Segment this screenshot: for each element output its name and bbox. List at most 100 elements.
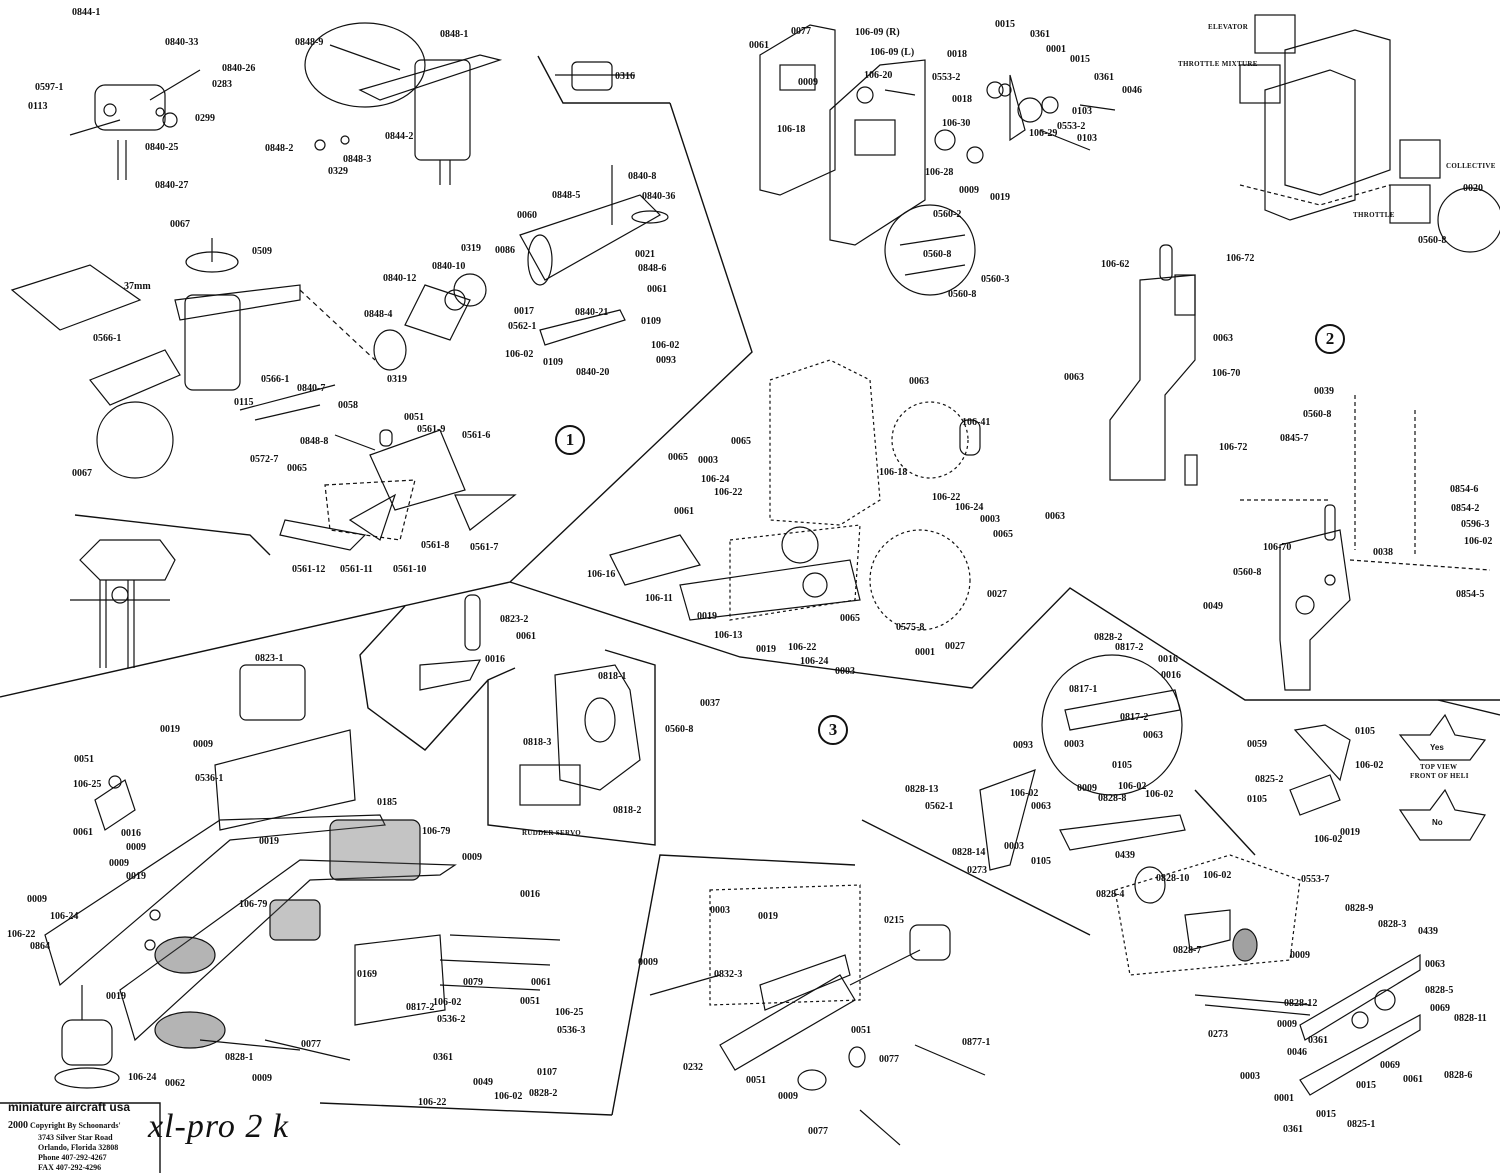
part-number-label: 0113 xyxy=(28,101,48,112)
part-number-label: 0273 xyxy=(967,865,987,876)
part-number-label: 106-18 xyxy=(777,124,806,135)
part-number-label: 0069 xyxy=(1430,1003,1450,1014)
part-number-label: 0536-2 xyxy=(437,1014,466,1025)
part-number-label: 0840-7 xyxy=(297,383,326,394)
part-number-label: 0003 xyxy=(1004,841,1024,852)
part-number-label: 106-02 xyxy=(1118,781,1147,792)
part-number-label: 0009 xyxy=(193,739,213,750)
part-number-label: 106-79 xyxy=(239,899,268,910)
part-number-label: 0854-6 xyxy=(1450,484,1479,495)
part-number-label: 0561-11 xyxy=(340,564,373,575)
part-number-label: 0844-1 xyxy=(72,7,101,18)
part-number-label: 0840-26 xyxy=(222,63,256,74)
part-number-label: 0061 xyxy=(647,284,667,295)
rudder-servo-mount xyxy=(419,594,641,806)
bottom-frame-plate-section-3 xyxy=(609,419,981,621)
part-number-label: 106-22 xyxy=(7,929,36,940)
part-number-label: 0848-9 xyxy=(295,37,324,48)
part-number-label: 106-72 xyxy=(1219,442,1248,453)
part-number-label: 0828-12 xyxy=(1284,998,1318,1009)
fax-line: FAX 407-292-4296 xyxy=(38,1162,102,1172)
part-number-label: 106-25 xyxy=(555,1007,584,1018)
part-number-label: 0019 xyxy=(990,192,1010,203)
part-number-label: 0065 xyxy=(668,452,688,463)
part-number-label: 0020 xyxy=(1463,183,1483,194)
part-number-label: 0063 xyxy=(1425,959,1445,970)
part-number-label: 0027 xyxy=(987,589,1007,600)
part-number-label: 0019 xyxy=(126,871,146,882)
part-number-label: 0316 xyxy=(615,71,635,82)
part-number-label: 0845-7 xyxy=(1280,433,1309,444)
part-number-label: 0848-3 xyxy=(343,154,372,165)
part-number-label: 0848-5 xyxy=(552,190,581,201)
part-number-label: 0051 xyxy=(746,1075,766,1086)
part-number-label: 0019 xyxy=(1340,827,1360,838)
part-number-label: 106-13 xyxy=(714,630,743,641)
part-number-label: 0063 xyxy=(909,376,929,387)
part-number-label: 106-62 xyxy=(1101,259,1130,270)
part-number-label: 106-22 xyxy=(714,487,743,498)
part-number-label: 0051 xyxy=(851,1025,871,1036)
address-line-2: Orlando, Florida 32808 xyxy=(38,1142,119,1152)
part-number-label: 0597-1 xyxy=(35,82,64,93)
part-number-label: 106-20 xyxy=(864,70,893,81)
part-number-label: 0063 xyxy=(1045,511,1065,522)
mixing-arm-detail xyxy=(979,654,1421,1096)
part-number-label: 0015 xyxy=(1070,54,1090,65)
address-line-1: 3743 Silver Star Road xyxy=(38,1132,113,1142)
part-number-label: 106-02 xyxy=(651,340,680,351)
collective-servo-label: COLLECTIVE xyxy=(1446,162,1496,170)
part-number-label: 0061 xyxy=(749,40,769,51)
part-number-label: 106-02 xyxy=(494,1091,523,1102)
part-number-label: 0019 xyxy=(756,644,776,655)
part-number-label: 0560-2 xyxy=(933,209,962,220)
part-number-label: 0844-2 xyxy=(385,131,414,142)
part-number-label: 0185 xyxy=(377,797,397,808)
part-number-label: 0003 xyxy=(980,514,1000,525)
tail-gearbox-assembly xyxy=(304,22,503,185)
part-number-label: 0039 xyxy=(1314,386,1334,397)
part-number-label: 0018 xyxy=(947,49,967,60)
part-number-label: 106-30 xyxy=(942,118,971,129)
swashplate-bellcrank xyxy=(934,74,1116,164)
part-number-label: 0009 xyxy=(462,852,482,863)
part-number-label: 106-22 xyxy=(932,492,961,503)
section-dividers xyxy=(0,55,1500,1173)
part-number-label: 0015 xyxy=(1316,1109,1336,1120)
part-number-label: 0840-33 xyxy=(165,37,199,48)
part-number-label: 0561-9 xyxy=(417,424,446,435)
part-number-label: 0560-8 xyxy=(923,249,952,260)
copyright-block: 2000 Copyright By Schoonards' 3743 Silve… xyxy=(8,1120,158,1173)
part-number-label: 0832-3 xyxy=(714,969,743,980)
side-frame-plates xyxy=(759,24,976,296)
tail-control-housing xyxy=(373,165,669,371)
part-number-label: 0817-2 xyxy=(1120,712,1149,723)
part-number-label: 0864 xyxy=(30,941,50,952)
part-number-label: 0840-21 xyxy=(575,307,609,318)
part-number-label: 106-02 xyxy=(1355,760,1384,771)
part-number-label: 0536-1 xyxy=(195,773,224,784)
part-number-label: 0848-6 xyxy=(638,263,667,274)
part-number-label: 0009 xyxy=(1290,950,1310,961)
part-number-label: 0009 xyxy=(1277,1019,1297,1030)
part-number-label: 0840-36 xyxy=(642,191,676,202)
part-number-label: 0566-1 xyxy=(261,374,290,385)
part-number-label: 0828-3 xyxy=(1378,919,1407,930)
part-number-label: 0566-1 xyxy=(93,333,122,344)
dimension-label: 37mm xyxy=(124,281,151,292)
part-number-label: 0169 xyxy=(357,969,377,980)
swash-arm-top-view xyxy=(1289,713,1487,841)
part-number-label: 0058 xyxy=(338,400,358,411)
part-number-label: 0079 xyxy=(463,977,483,988)
part-number-label: 0060 xyxy=(517,210,537,221)
part-number-label: 0560-8 xyxy=(1233,567,1262,578)
part-number-label: 0828-8 xyxy=(1098,793,1127,804)
part-number-label: 106-24 xyxy=(50,911,79,922)
part-number-label: 0003 xyxy=(1064,739,1084,750)
part-number-label: 0828-9 xyxy=(1345,903,1374,914)
part-number-label: 0009 xyxy=(1077,783,1097,794)
part-number-label: 0823-1 xyxy=(255,653,284,664)
part-number-label: 0560-8 xyxy=(665,724,694,735)
part-number-label: 0553-7 xyxy=(1301,874,1330,885)
